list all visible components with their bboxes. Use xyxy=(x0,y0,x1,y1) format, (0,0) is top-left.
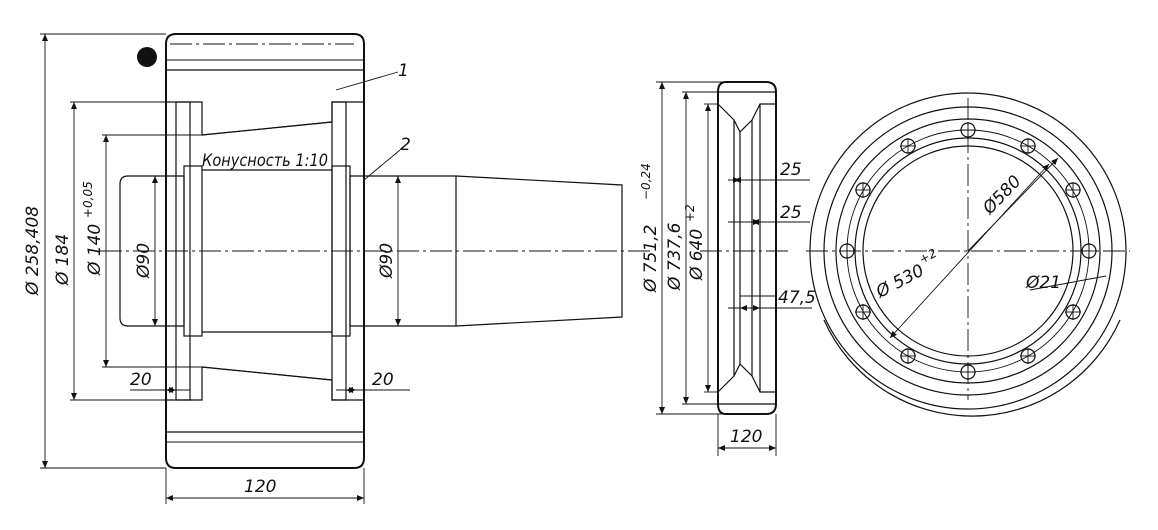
dim-25-mid: 25 xyxy=(780,203,802,223)
dim-530: Ø 530 xyxy=(872,261,928,303)
bolt-hole xyxy=(960,122,976,138)
ring-section-top xyxy=(717,91,777,134)
dim-640-tolerance: +2 xyxy=(683,204,697,222)
dim-120-left: 120 xyxy=(244,477,276,497)
dim-20-right: 20 xyxy=(372,370,394,390)
dim-20-left: 20 xyxy=(130,370,152,390)
bolt-hole xyxy=(1065,182,1081,198)
right-view: Ø580 Ø 530 +2 Ø21 xyxy=(806,92,1130,417)
dim-140-tolerance: +0,05 xyxy=(81,181,95,218)
bolt-hole xyxy=(900,348,916,364)
taper-note: Конусность 1:10 xyxy=(202,151,328,171)
gear-outline xyxy=(165,33,365,469)
bolt-hole xyxy=(839,243,855,259)
bolt-hole xyxy=(1065,304,1081,320)
dim-90-left: Ø90 xyxy=(134,243,154,279)
bolt-hole xyxy=(1081,243,1097,259)
shaft-left-stub xyxy=(119,175,185,327)
dim-90-right: Ø90 xyxy=(377,243,397,279)
dim-47-5: 47,5 xyxy=(778,288,816,308)
marker-dot xyxy=(137,47,157,67)
callout-1: 1 xyxy=(398,61,409,81)
bolt-hole xyxy=(900,138,916,154)
dim-580: Ø580 xyxy=(979,172,1026,220)
dim-530-tolerance: +2 xyxy=(917,246,939,267)
ring-outline xyxy=(717,81,777,415)
dim-outer-diameter: Ø 258,408 xyxy=(23,206,43,296)
bolt-hole xyxy=(855,304,871,320)
dim-640: Ø 640 xyxy=(687,229,707,281)
dim-184: Ø 184 xyxy=(53,234,73,286)
dim-751: Ø 751,2 xyxy=(641,225,661,293)
dim-737: Ø 737,6 xyxy=(665,222,685,291)
bolt-hole xyxy=(960,364,976,380)
dim-751-tolerance: −0,24 xyxy=(639,163,653,200)
left-view: 1 2 Конусность 1:10 Ø 258,408 Ø 184 Ø 14… xyxy=(23,33,650,504)
middle-view: Ø 751,2 −0,24 Ø 737,6 Ø 640 +2 25 25 47,… xyxy=(639,81,816,456)
bolt-hole xyxy=(855,182,871,198)
ring-section-bottom xyxy=(717,362,777,405)
dim-25-top: 25 xyxy=(780,160,802,180)
bolt-hole xyxy=(1020,348,1036,364)
callout-2: 2 xyxy=(400,135,411,155)
bolt-holes xyxy=(839,122,1097,380)
dim-120-middle: 120 xyxy=(730,427,762,447)
bolt-hole xyxy=(1020,138,1036,154)
dim-21: Ø21 xyxy=(1025,273,1061,293)
dim-140: Ø 140 xyxy=(85,224,105,276)
